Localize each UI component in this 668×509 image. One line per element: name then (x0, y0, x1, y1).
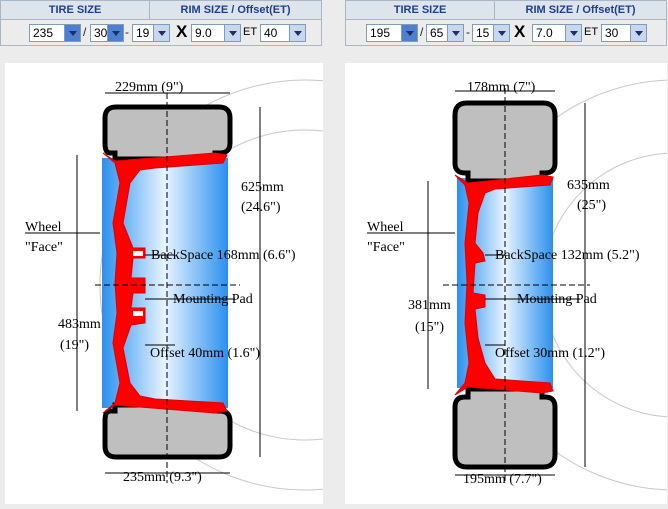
rim-profile (102, 152, 228, 414)
tire-diagram: 178mm (7") 195mm (7.7") 635mm (25") 381m… (367, 79, 668, 491)
times-sign: X (514, 22, 526, 41)
offset-label: Offset 40mm (1.6") (150, 346, 260, 361)
et-label: ET (243, 26, 258, 38)
right-tire-panel: TIRE SIZE RIM SIZE / Offset(ET) 195 / 65… (345, 0, 668, 508)
mounting-pad-label: Mounting Pad (173, 292, 253, 307)
face-label: "Face" (367, 240, 405, 255)
tire-bottom-section (452, 386, 558, 470)
backspace-label: BackSpace 132mm (5.2") (495, 248, 640, 263)
height-mm-label: 625mm (241, 180, 284, 195)
tire-size-heading: TIRE SIZE (346, 1, 495, 19)
left-tire-panel: TIRE SIZE RIM SIZE / Offset(ET) 235 / 30… (0, 0, 511, 508)
chevron-down-icon[interactable] (289, 25, 305, 41)
height-in-label: (25") (577, 198, 606, 213)
times-sign: X (176, 22, 188, 41)
top-width-label: 229mm (9") (115, 80, 184, 95)
chevron-down-icon[interactable] (630, 25, 646, 41)
offset-label: Offset 30mm (1.2") (495, 346, 605, 361)
chevron-down-icon[interactable] (401, 25, 417, 41)
size-controls: 235 / 30 - 19 X 9.0 ET 40 (0, 20, 322, 46)
top-width-label: 178mm (7") (467, 80, 536, 95)
wheel-label: Wheel (25, 220, 62, 235)
chevron-down-icon[interactable] (565, 25, 581, 41)
dash-separator: - (125, 25, 129, 39)
height-mm-label: 635mm (567, 178, 610, 193)
chevron-down-icon[interactable] (447, 25, 463, 41)
bottom-width-label: 235mm (9.3") (123, 470, 202, 485)
bottom-width-label: 195mm (7.7") (463, 472, 542, 487)
face-label: "Face" (25, 240, 63, 255)
dash-separator: - (466, 25, 470, 39)
rim-diameter-select[interactable]: 15 (472, 24, 510, 42)
size-controls: 195 / 65 - 15 X 7.0 ET 30 (345, 20, 667, 46)
tire-diagram-canvas: 229mm (9") 235mm (9.3") 625mm (24.6") 48… (5, 63, 511, 504)
wheel-label: Wheel (367, 220, 404, 235)
rim-mm-label: 381mm (408, 298, 451, 313)
aspect-ratio-select[interactable]: 30 (90, 24, 124, 42)
rim-size-heading: RIM SIZE / Offset(ET) (525, 4, 636, 16)
rim-in-label: (19") (60, 338, 89, 353)
chevron-down-icon[interactable] (64, 25, 80, 41)
rim-diameter-select[interactable]: 19 (132, 24, 170, 42)
slash-separator: / (420, 25, 424, 39)
header-bar: TIRE SIZE RIM SIZE / Offset(ET) (0, 0, 322, 20)
et-label: ET (584, 26, 599, 38)
tire-size-heading: TIRE SIZE (1, 1, 150, 19)
rim-profile (454, 174, 554, 396)
offset-select[interactable]: 40 (260, 24, 306, 42)
tire-width-select[interactable]: 195 (366, 24, 418, 42)
tire-diagram-canvas: 178mm (7") 195mm (7.7") 635mm (25") 381m… (345, 63, 668, 504)
header-bar: TIRE SIZE RIM SIZE / Offset(ET) (345, 0, 667, 20)
rim-mm-label: 483mm (58, 317, 101, 332)
backspace-label: BackSpace 168mm (6.6") (151, 248, 296, 263)
chevron-down-icon[interactable] (224, 25, 240, 41)
slash-separator: / (83, 25, 87, 39)
chevron-down-icon[interactable] (107, 25, 123, 41)
tire-diagram: 229mm (9") 235mm (9.3") 625mm (24.6") 48… (25, 79, 511, 491)
offset-select[interactable]: 30 (601, 24, 647, 42)
aspect-ratio-select[interactable]: 65 (426, 24, 464, 42)
height-in-label: (24.6") (241, 200, 281, 215)
rim-width-select[interactable]: 7.0 (532, 24, 582, 42)
rim-width-select[interactable]: 9.0 (191, 24, 241, 42)
rim-in-label: (15") (415, 320, 444, 335)
chevron-down-icon[interactable] (493, 25, 509, 41)
tire-width-select[interactable]: 235 (29, 24, 81, 42)
mounting-pad-label: Mounting Pad (517, 292, 597, 307)
chevron-down-icon[interactable] (153, 25, 169, 41)
rim-size-heading: RIM SIZE / Offset(ET) (180, 4, 291, 16)
